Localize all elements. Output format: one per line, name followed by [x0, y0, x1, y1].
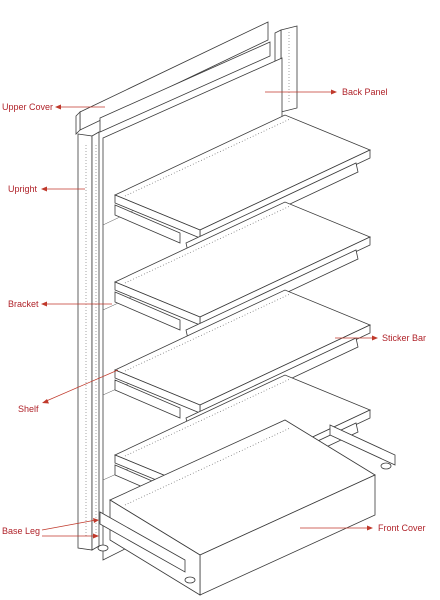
front-upright — [77, 131, 100, 551]
upright-label: Upright — [8, 184, 38, 194]
label-shelf: Shelf — [18, 369, 119, 414]
shelf-label: Shelf — [18, 404, 39, 414]
upper-cover — [75, 21, 271, 135]
upper-cover-label: Upper Cover — [2, 102, 53, 112]
label-front-cover: Front Cover — [300, 523, 426, 533]
base — [97, 419, 396, 596]
label-base-leg: Base Leg — [2, 518, 99, 539]
label-upright: Upright — [8, 184, 85, 194]
label-back-panel: Back Panel — [265, 87, 388, 97]
label-sticker-bar: Sticker Bar — [335, 333, 426, 343]
back-panel-label: Back Panel — [342, 87, 388, 97]
sticker-bar-label: Sticker Bar — [382, 333, 426, 343]
label-bracket: Bracket — [8, 299, 112, 309]
bracket-label: Bracket — [8, 299, 39, 309]
base-leg-label: Base Leg — [2, 526, 40, 536]
front-cover-label: Front Cover — [378, 523, 426, 533]
label-upper-cover: Upper Cover — [2, 102, 105, 112]
